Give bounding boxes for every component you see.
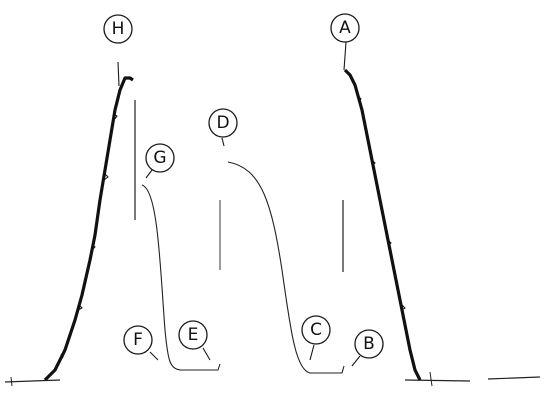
right-peak-trace xyxy=(343,68,422,381)
label-a-text: A xyxy=(339,18,351,38)
label-h-text: H xyxy=(112,19,125,39)
label-b: B xyxy=(351,329,384,367)
label-d-text: D xyxy=(216,113,229,133)
label-f-text: F xyxy=(133,330,143,350)
left-peak-noise xyxy=(59,114,118,361)
tick-marks xyxy=(134,100,344,272)
left-peak-trace xyxy=(43,76,134,382)
label-a: A xyxy=(330,13,360,43)
right-peak-noise xyxy=(357,95,406,311)
left-peak-top-leader xyxy=(117,61,120,87)
label-c-text: C xyxy=(310,320,322,340)
label-h: H xyxy=(103,14,133,44)
label-g-text: G xyxy=(153,148,166,168)
baseline xyxy=(4,371,541,387)
decay-curve-d xyxy=(227,161,345,374)
label-f: F xyxy=(123,325,159,361)
label-g: G xyxy=(145,143,175,179)
label-b-text: B xyxy=(363,334,375,354)
label-e: E xyxy=(178,320,211,361)
label-e-text: E xyxy=(188,325,199,345)
label-d: D xyxy=(208,108,238,147)
right-peak-top-leader xyxy=(343,41,347,71)
label-c: C xyxy=(301,315,331,361)
decay-curve-g xyxy=(141,184,221,371)
